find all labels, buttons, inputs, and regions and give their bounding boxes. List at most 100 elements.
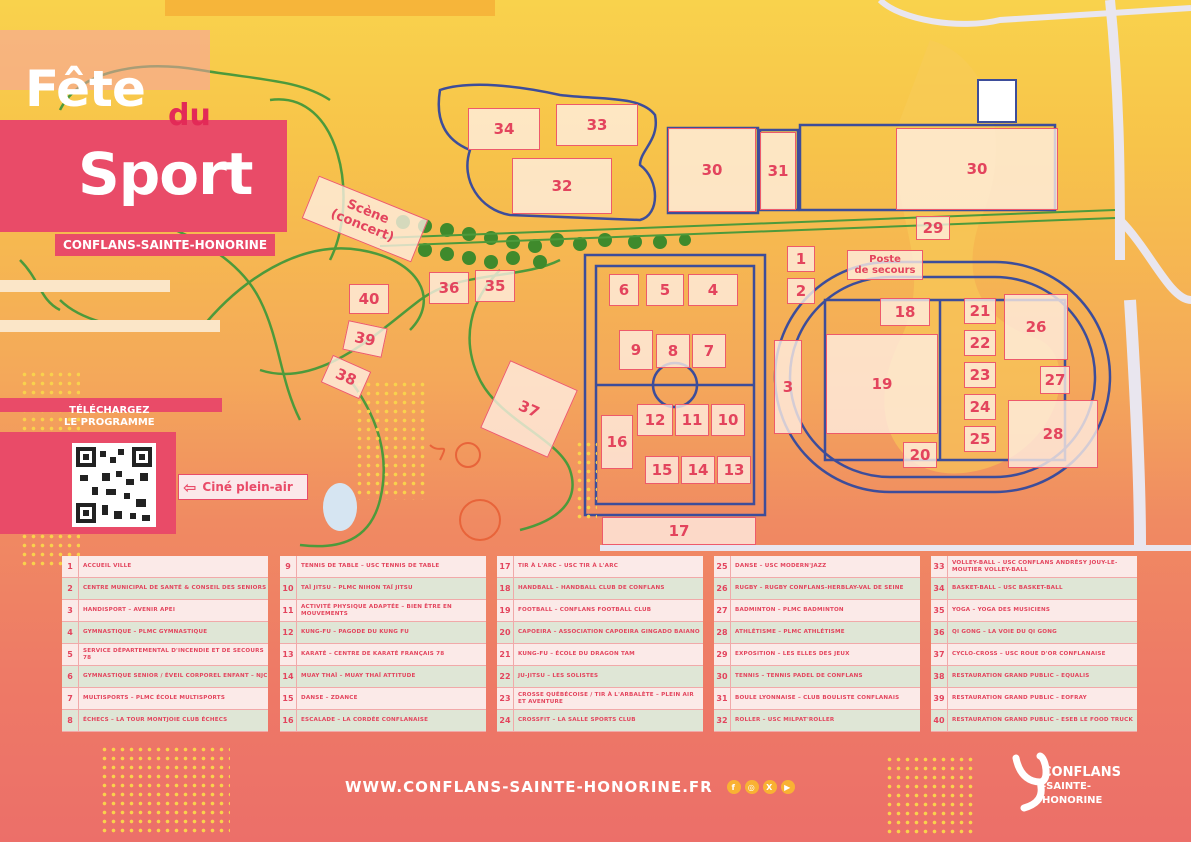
legend-label: CROSSFIT – LA SALLE SPORTS CLUB xyxy=(518,717,636,723)
legend-label: BOULE LYONNAISE – CLUB BOULISTE CONFLANA… xyxy=(735,695,900,701)
logo-text: CONFLANS -SAINTE- HONORINE xyxy=(1042,766,1121,808)
legend-label: RUGBY – RUGBY CONFLANS-HERBLAY-VAL DE SE… xyxy=(735,585,904,591)
zone-2[interactable]: 2 xyxy=(787,278,815,304)
zone-34[interactable]: 34 xyxy=(468,108,540,150)
legend-label: JU-JITSU – LES SOLISTES xyxy=(518,673,599,679)
zone-12[interactable]: 12 xyxy=(637,404,673,436)
zone-31[interactable]: 31 xyxy=(760,132,796,210)
zone-16[interactable]: 16 xyxy=(601,415,633,469)
legend-number: 18 xyxy=(497,578,514,599)
zone-14[interactable]: 14 xyxy=(681,456,715,484)
zone-6[interactable]: 6 xyxy=(609,274,639,306)
zone-27[interactable]: 27 xyxy=(1040,366,1070,394)
legend-number: 22 xyxy=(497,666,514,687)
city-name: CONFLANS-SAINTE-HONORINE xyxy=(55,234,275,256)
legend-number: 33 xyxy=(931,556,948,577)
logo-line3: HONORINE xyxy=(1042,795,1103,806)
youtube-icon[interactable]: ▶ xyxy=(780,780,795,794)
dot-pattern xyxy=(885,755,975,835)
zone-35[interactable]: 35 xyxy=(475,270,515,302)
zone-26[interactable]: 26 xyxy=(1004,294,1068,360)
zone-7[interactable]: 7 xyxy=(692,334,726,368)
legend-row: 7 MULTISPORTS – PLMC ÉCOLE MULTISPORTS xyxy=(62,688,268,710)
zone-33[interactable]: 33 xyxy=(556,104,638,146)
zone-29[interactable]: 29 xyxy=(916,216,950,240)
conflans-logo-mark xyxy=(1012,752,1050,812)
legend-label: CENTRE MUNICIPAL DE SANTÉ & CONSEIL DES … xyxy=(83,585,267,591)
zone-11[interactable]: 11 xyxy=(675,404,709,436)
legend-number: 32 xyxy=(714,710,731,731)
download-stripe xyxy=(0,398,222,412)
zone-15[interactable]: 15 xyxy=(645,456,679,484)
zone-25[interactable]: 25 xyxy=(964,426,996,452)
poste-de-secours[interactable]: Poste de secours xyxy=(847,250,923,280)
legend-row: 22 JU-JITSU – LES SOLISTES xyxy=(497,666,703,688)
zone-1[interactable]: 1 xyxy=(787,246,815,272)
zone-36[interactable]: 36 xyxy=(429,272,469,304)
zone-30a[interactable]: 30 xyxy=(668,128,756,212)
zone-20[interactable]: 20 xyxy=(903,442,937,468)
zone-30b[interactable]: 30 xyxy=(896,128,1058,210)
zone-17[interactable]: 17 xyxy=(602,517,756,545)
legend-number: 35 xyxy=(931,600,948,621)
title-fete: Fête xyxy=(25,60,146,118)
website-link[interactable]: WWW.CONFLANS-SAINTE-HONORINE.FR xyxy=(345,778,713,796)
zone-18[interactable]: 18 xyxy=(880,298,930,326)
legend-number: 37 xyxy=(931,644,948,665)
legend-label: RESTAURATION GRAND PUBLIC – EQUALIS xyxy=(952,673,1090,679)
zone-13[interactable]: 13 xyxy=(717,456,751,484)
zone-4[interactable]: 4 xyxy=(688,274,738,306)
zone-10[interactable]: 10 xyxy=(711,404,745,436)
zone-22[interactable]: 22 xyxy=(964,330,996,356)
dot-pattern xyxy=(355,380,425,500)
zone-8[interactable]: 8 xyxy=(656,334,690,368)
zone-9[interactable]: 9 xyxy=(619,330,653,370)
poste-line2: de secours xyxy=(854,265,916,276)
legend-label: ÉCHECS – LA TOUR MONTJOIE CLUB ÉCHECS xyxy=(83,717,228,723)
zone-28[interactable]: 28 xyxy=(1008,400,1098,468)
legend-label: FOOTBALL – CONFLANS FOOTBALL CLUB xyxy=(518,607,652,613)
legend-number: 7 xyxy=(62,688,79,709)
facebook-icon[interactable]: f xyxy=(726,780,741,794)
qr-code[interactable] xyxy=(72,443,156,527)
legend-number: 39 xyxy=(931,688,948,709)
legend-number: 1 xyxy=(62,556,79,577)
zone-40[interactable]: 40 xyxy=(349,284,389,314)
zone-3[interactable]: 3 xyxy=(774,340,802,434)
logo-line2: -SAINTE- xyxy=(1042,781,1091,792)
x-twitter-icon[interactable]: X xyxy=(762,780,777,794)
legend-label: KARATÉ – CENTRE DE KARATÉ FRANÇAIS 78 xyxy=(301,651,445,657)
download-line2: LE PROGRAMME xyxy=(64,417,155,428)
legend-label: MULTISPORTS – PLMC ÉCOLE MULTISPORTS xyxy=(83,695,226,701)
zone-5[interactable]: 5 xyxy=(646,274,684,306)
legend-label: QI GONG – LA VOIE DU QI GONG xyxy=(952,629,1057,635)
zone-19[interactable]: 19 xyxy=(826,334,938,434)
zone-21[interactable]: 21 xyxy=(964,298,996,324)
legend-number: 23 xyxy=(497,688,514,709)
legend-label: TAÏ JITSU – PLMC NIHON TAÏ JITSU xyxy=(301,585,413,591)
zone-24[interactable]: 24 xyxy=(964,394,996,420)
zone-32[interactable]: 32 xyxy=(512,158,612,214)
legend-number: 25 xyxy=(714,556,731,577)
footer-website[interactable]: WWW.CONFLANS-SAINTE-HONORINE.FR f ◎ X ▶ xyxy=(345,778,795,796)
legend-label: GYMNASTIQUE – PLMC GYMNASTIQUE xyxy=(83,629,208,635)
title-band xyxy=(0,30,210,90)
instagram-icon[interactable]: ◎ xyxy=(744,780,759,794)
legend-label: DANSE – ZDANCE xyxy=(301,695,358,701)
zone-23[interactable]: 23 xyxy=(964,362,996,388)
legend-number: 2 xyxy=(62,578,79,599)
